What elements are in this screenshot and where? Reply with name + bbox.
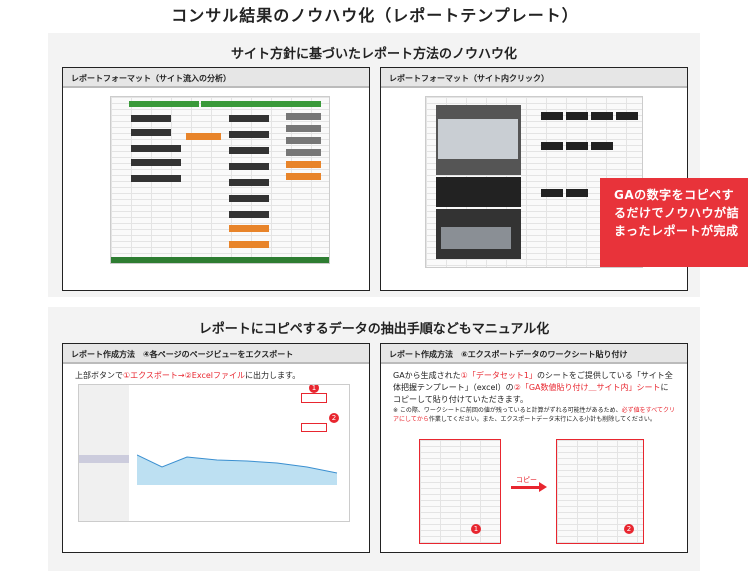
source-sheet-screenshot xyxy=(419,439,501,544)
section-subtitle: サイト方針に基づいたレポート方法のノウハウ化 xyxy=(230,47,517,62)
instruction-text: GAから生成された①「データセット1」のシートをご提供している「サイト全体把握テ… xyxy=(393,371,675,423)
step-badge: 2 xyxy=(624,524,634,534)
card-inflow-analysis: レポートフォーマット（サイト流入の分析） xyxy=(62,67,370,291)
card-header: レポートフォーマット（サイト流入の分析） xyxy=(63,68,369,88)
pageview-line-chart xyxy=(137,454,338,485)
card-header: レポート作成方法 ④各ページのページビューをエクスポート xyxy=(63,344,369,364)
step-badge: 1 xyxy=(471,524,481,534)
spreadsheet-flow-screenshot xyxy=(110,96,330,264)
callout-banner: GAの数字をコピペするだけでノウハウが詰まったレポートが完成 xyxy=(600,178,748,267)
card-export-pageviews: レポート作成方法 ④各ページのページビューをエクスポート 上部ボタンで①エクスポ… xyxy=(62,343,370,553)
page-title: コンサル結果のノウハウ化（レポートテンプレート） xyxy=(171,6,579,25)
copy-label: コピー xyxy=(516,476,537,484)
card-header: レポート作成方法 ⑥エクスポートデータのワークシート貼り付け xyxy=(381,344,687,364)
section-subtitle: レポートにコピペするデータの抽出手順などもマニュアル化 xyxy=(198,322,550,337)
copy-arrow-icon xyxy=(511,486,541,489)
card-header: レポートフォーマット（サイト内クリック） xyxy=(381,68,687,88)
card-paste-worksheet: レポート作成方法 ⑥エクスポートデータのワークシート貼り付け GAから生成された… xyxy=(380,343,688,553)
instruction-text: 上部ボタンで①エクスポート→②Excelファイルに出力します。 xyxy=(75,371,301,380)
